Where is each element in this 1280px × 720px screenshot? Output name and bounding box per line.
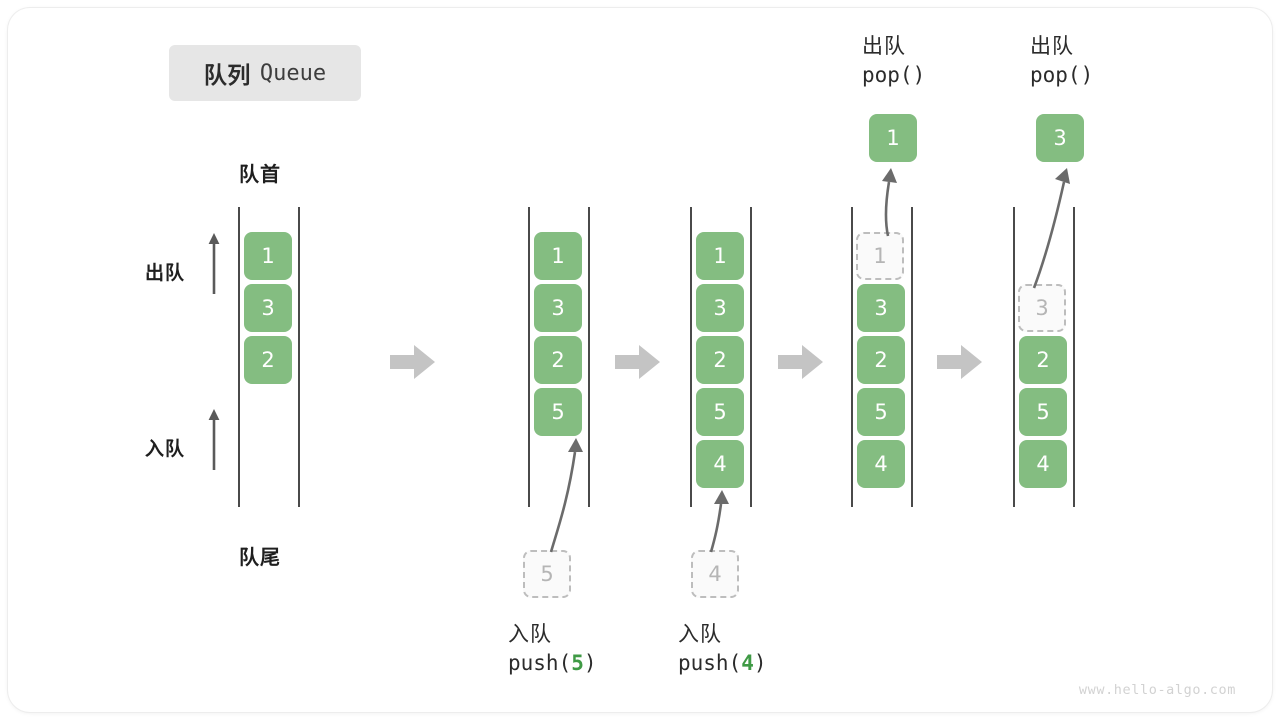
queue-cell: 3 bbox=[696, 284, 744, 332]
push-arrow-icon bbox=[549, 438, 583, 553]
watermark: www.hello-algo.com bbox=[1078, 682, 1236, 698]
step-arrow-icon bbox=[778, 345, 823, 379]
queue-ghost-cell-incoming: 5 bbox=[523, 550, 571, 598]
queue-rail-stage-5 bbox=[1013, 207, 1075, 507]
push-caption-stage-2: 入队 push(5) bbox=[508, 620, 597, 678]
pop-caption-stage-5: 出队 pop() bbox=[1030, 32, 1093, 90]
dequeue-direction-label: 出队 bbox=[145, 262, 186, 284]
queue-cell: 3 bbox=[244, 284, 292, 332]
queue-cell-new: 5 bbox=[534, 388, 582, 436]
queue-cell: 5 bbox=[857, 388, 905, 436]
popped-cell: 3 bbox=[1036, 114, 1084, 162]
push-caption-code: push(5) bbox=[508, 650, 597, 675]
queue-cell: 1 bbox=[244, 232, 292, 280]
queue-rail-stage-4 bbox=[851, 207, 913, 507]
queue-tail-label: 队尾 bbox=[239, 545, 281, 569]
queue-ghost-cell-outgoing: 1 bbox=[856, 232, 904, 280]
queue-cell: 5 bbox=[1019, 388, 1067, 436]
queue-head-label: 队首 bbox=[239, 162, 281, 186]
pop-caption-code: pop() bbox=[1030, 62, 1094, 87]
pop-caption-code: pop() bbox=[862, 62, 926, 87]
title-english: Queue bbox=[259, 60, 327, 86]
queue-cell: 2 bbox=[1019, 336, 1067, 384]
pop-caption-chinese: 出队 bbox=[1030, 34, 1074, 58]
queue-ghost-cell-outgoing: 3 bbox=[1018, 284, 1066, 332]
enqueue-direction-label: 入队 bbox=[145, 438, 186, 460]
enqueue-direction-arrow-icon bbox=[208, 409, 220, 470]
pop-caption-chinese: 出队 bbox=[862, 34, 906, 58]
popped-cell: 1 bbox=[869, 114, 917, 162]
queue-cell: 1 bbox=[696, 232, 744, 280]
queue-cell: 3 bbox=[857, 284, 905, 332]
push-caption-chinese: 入队 bbox=[508, 622, 552, 646]
queue-cell-new: 4 bbox=[696, 440, 744, 488]
push-caption-code: push(4) bbox=[678, 650, 767, 675]
push-arrow-icon bbox=[709, 490, 729, 553]
pop-caption-stage-4: 出队 pop() bbox=[862, 32, 925, 90]
queue-rail-stage-3 bbox=[690, 207, 752, 507]
step-arrow-icon bbox=[937, 345, 982, 379]
queue-cell: 3 bbox=[534, 284, 582, 332]
queue-cell: 4 bbox=[1019, 440, 1067, 488]
queue-rail-stage-1 bbox=[238, 207, 300, 507]
queue-cell: 2 bbox=[857, 336, 905, 384]
dequeue-direction-arrow-icon bbox=[208, 233, 220, 294]
queue-cell: 2 bbox=[534, 336, 582, 384]
queue-cell: 2 bbox=[244, 336, 292, 384]
queue-cell: 5 bbox=[696, 388, 744, 436]
pop-arrow-icon bbox=[1032, 168, 1070, 289]
step-arrow-icon bbox=[615, 345, 660, 379]
title-chinese: 队列 bbox=[203, 63, 251, 89]
queue-cell: 4 bbox=[857, 440, 905, 488]
title-badge: 队列 Queue bbox=[169, 45, 361, 101]
queue-cell: 1 bbox=[534, 232, 582, 280]
queue-ghost-cell-incoming: 4 bbox=[691, 550, 739, 598]
push-caption-stage-3: 入队 push(4) bbox=[678, 620, 767, 678]
queue-cell: 2 bbox=[696, 336, 744, 384]
push-caption-chinese: 入队 bbox=[678, 622, 722, 646]
step-arrow-icon bbox=[390, 345, 435, 379]
queue-rail-stage-2 bbox=[528, 207, 590, 507]
pop-arrow-icon bbox=[882, 168, 897, 237]
